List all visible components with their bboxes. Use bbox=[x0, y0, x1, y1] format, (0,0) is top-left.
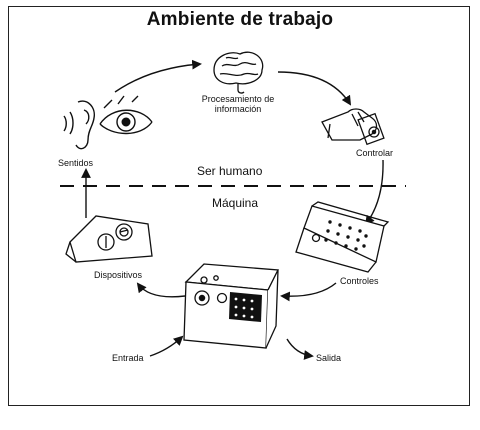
arrow-control-to-controls bbox=[364, 159, 384, 226]
processing-label-line2: información bbox=[214, 104, 262, 114]
controls-label: Controles bbox=[340, 276, 379, 286]
machine-icon bbox=[183, 263, 280, 349]
display-devices-icon bbox=[65, 215, 153, 263]
diagram-title: Ambiente de trabajo bbox=[146, 9, 334, 30]
region-label-machine: Máquina bbox=[212, 196, 259, 210]
processing-label: Procesamiento de información bbox=[196, 94, 280, 114]
output-label: Salida bbox=[316, 353, 342, 363]
control-label: Controlar bbox=[356, 148, 394, 158]
arrow-machine-to-devices bbox=[136, 282, 186, 298]
region-label-human: Ser humano bbox=[197, 164, 263, 178]
devices-label: Dispositivos bbox=[94, 270, 143, 280]
arrow-processing-to-control bbox=[277, 71, 352, 106]
arrow-output bbox=[286, 338, 314, 360]
processing-label-line1: Procesamiento de bbox=[201, 94, 275, 104]
diagram-frame: Ambiente de trabajo bbox=[8, 6, 470, 406]
control-panel-icon bbox=[295, 201, 390, 273]
senses-label: Sentidos bbox=[58, 158, 94, 168]
hand-knob-icon bbox=[321, 108, 385, 146]
arrow-input bbox=[149, 335, 184, 357]
brain-icon bbox=[213, 51, 264, 94]
eye-icon bbox=[99, 95, 153, 135]
arrow-controls-to-machine bbox=[280, 282, 337, 302]
ear-icon bbox=[63, 100, 95, 150]
input-label: Entrada bbox=[112, 353, 144, 363]
arrow-senses-to-processing bbox=[114, 59, 202, 93]
